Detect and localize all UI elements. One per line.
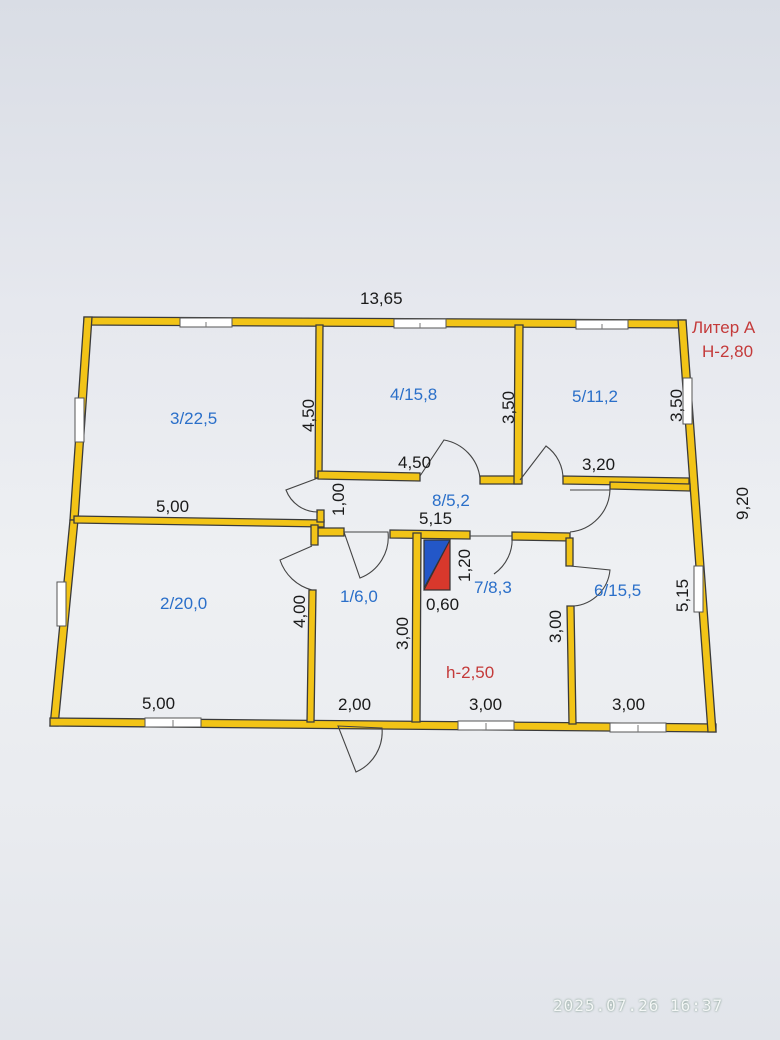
- dim-chimney-depth: 1,20: [455, 549, 474, 582]
- photo-timestamp: 2025.07.26 16:37: [553, 996, 724, 1015]
- wall-room4-room5: [513, 324, 524, 485]
- wall-room4-south-a: [317, 470, 421, 482]
- inner-height-label: h-2,50: [446, 663, 494, 682]
- room-1-label: 1/6,0: [340, 587, 378, 606]
- dim-room5-width: 3,20: [582, 455, 615, 474]
- liter-label: Литер А: [692, 318, 756, 337]
- dim-room2-depth: 4,00: [290, 595, 309, 628]
- labels: 13,65 Литер А Н-2,80 9,20 3/22,5 4/15,8 …: [142, 289, 756, 714]
- door-room1: [343, 531, 389, 579]
- overall-width-label: 13,65: [360, 289, 403, 308]
- room-3-label: 3/22,5: [170, 409, 217, 428]
- door-room6: [569, 489, 611, 533]
- dim-corridor-width: 5,15: [419, 509, 452, 528]
- wall-corridor-south-c: [511, 531, 571, 542]
- room-4-label: 4/15,8: [390, 385, 437, 404]
- dim-room4-depth: 3,50: [499, 391, 518, 424]
- dim-room1-depth: 3,00: [393, 617, 412, 650]
- dim-corridor-depth: 1,00: [329, 483, 348, 516]
- dim-room6-depth: 5,15: [673, 579, 692, 612]
- windows: [56, 317, 704, 733]
- main-height-label: Н-2,80: [702, 342, 753, 361]
- door-entrance: [337, 725, 383, 773]
- wall-room7-room6: [566, 605, 577, 725]
- wall-room2-east: [306, 589, 317, 723]
- door-room6-inner: [569, 565, 611, 607]
- wall-room7-room6-top: [565, 537, 574, 567]
- wall-room3-east-lower: [316, 509, 325, 523]
- dim-room4-width: 4,50: [398, 453, 431, 472]
- door-room5: [519, 445, 564, 481]
- overall-depth-label: 9,20: [733, 487, 752, 520]
- window-left-room3: [74, 397, 85, 443]
- dim-room5-depth: 3,50: [667, 389, 686, 422]
- dim-chimney-width: 0,60: [426, 595, 459, 614]
- wall-room1-room7: [411, 532, 422, 723]
- window-right-room5: [682, 377, 693, 425]
- wall-corridor-south-b: [389, 529, 471, 540]
- room-2-label: 2/20,0: [160, 594, 207, 613]
- dim-room6-width: 3,00: [612, 695, 645, 714]
- wall-room2-east-top: [310, 524, 319, 546]
- dim-room3-depth: 4,50: [299, 399, 318, 432]
- doors: [279, 439, 611, 773]
- door-room7: [470, 535, 513, 575]
- room-8-label: 8/5,2: [432, 491, 470, 510]
- door-room3: [285, 477, 319, 513]
- dim-room2-width: 5,00: [142, 694, 175, 713]
- room-7-label: 7/8,3: [474, 578, 512, 597]
- chimney-block: [423, 539, 451, 591]
- door-room2: [279, 545, 313, 591]
- window-left-room2: [56, 581, 67, 627]
- wall-room6-north: [609, 481, 691, 492]
- window-right-room6: [693, 565, 704, 613]
- dim-room7-width: 3,00: [469, 695, 502, 714]
- door-room4: [419, 439, 481, 479]
- room-6-label: 6/15,5: [594, 581, 641, 600]
- room-5-label: 5/11,2: [572, 387, 618, 406]
- dim-room1-width: 2,00: [338, 695, 371, 714]
- wall-corridor-south-a: [317, 527, 345, 537]
- dim-room3-width: 5,00: [156, 497, 189, 516]
- wall-room3-room2: [73, 515, 325, 528]
- walls: [49, 316, 717, 733]
- dim-room7-depth: 3,00: [546, 610, 565, 643]
